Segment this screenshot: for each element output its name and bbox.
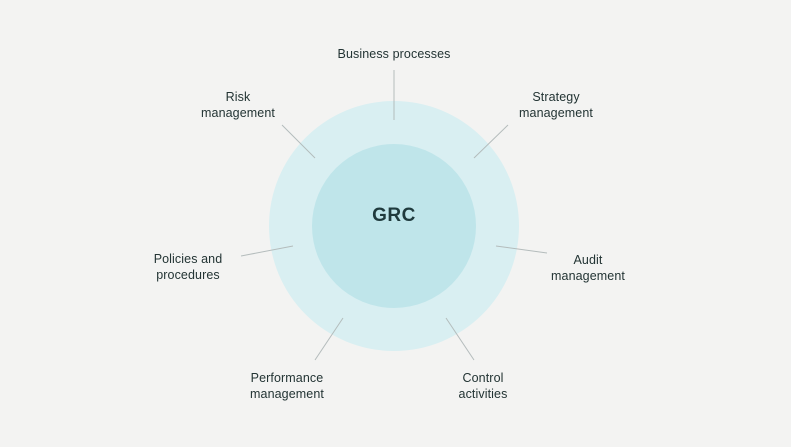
- connector-risk-management: [281, 124, 316, 159]
- node-control-activities: Control activities: [458, 371, 508, 401]
- connector-performance-management: [314, 317, 344, 361]
- center-label-grc: GRC: [372, 205, 416, 226]
- connector-control-activities: [445, 317, 475, 361]
- node-policies-and-procedures: Policies and procedures: [153, 252, 223, 282]
- node-audit-management: Audit management: [551, 253, 625, 283]
- node-performance-management: Performance management: [250, 371, 324, 401]
- connector-policies-and-procedures: [240, 245, 294, 257]
- connector-strategy-management: [473, 124, 509, 159]
- connector-audit-management: [495, 245, 548, 254]
- node-risk-management: Risk management: [201, 90, 275, 120]
- node-strategy-management: Strategy management: [519, 90, 593, 120]
- node-business-processes: Business processes: [337, 47, 451, 61]
- inner-circle: [312, 144, 476, 308]
